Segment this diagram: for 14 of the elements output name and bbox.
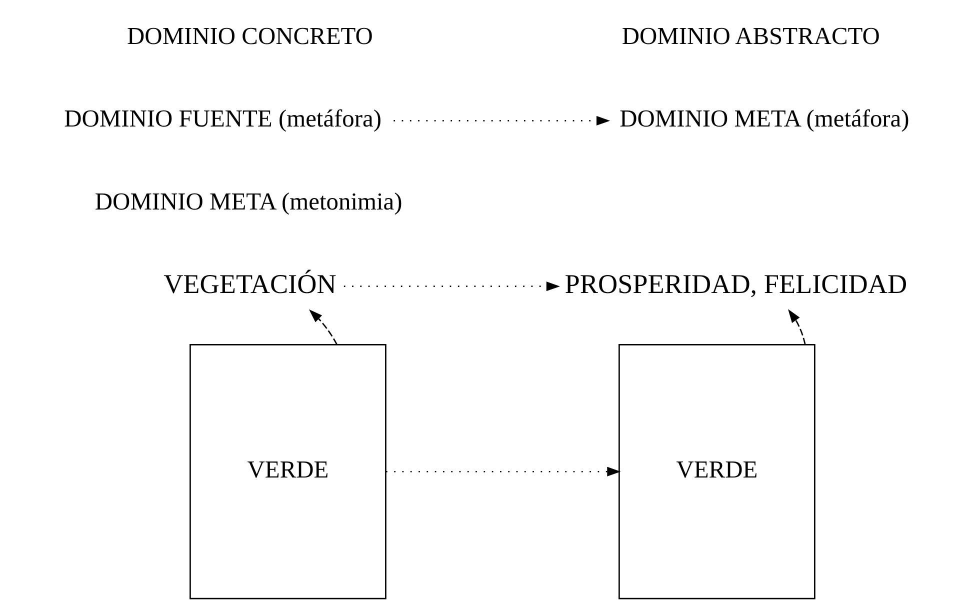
node-text: DOMINIO META (metáfora) (620, 106, 910, 133)
node-text: VEGETACIÓN (164, 269, 336, 300)
arrow (308, 309, 338, 345)
node-text: DOMINIO FUENTE (metáfora) (64, 106, 382, 133)
arrow (788, 309, 806, 345)
arrow (344, 282, 560, 292)
arrow (394, 116, 610, 126)
node-box: VERDE (618, 344, 816, 600)
node-box: VERDE (190, 344, 386, 600)
arrow (386, 466, 621, 476)
label: DOMINIO META (metonimia) (94, 188, 402, 216)
node-text: PROSPERIDAD, FELICIDAD (564, 269, 908, 300)
label: DOMINIO CONCRETO (127, 22, 373, 50)
label: DOMINIO ABSTRACTO (622, 22, 880, 50)
